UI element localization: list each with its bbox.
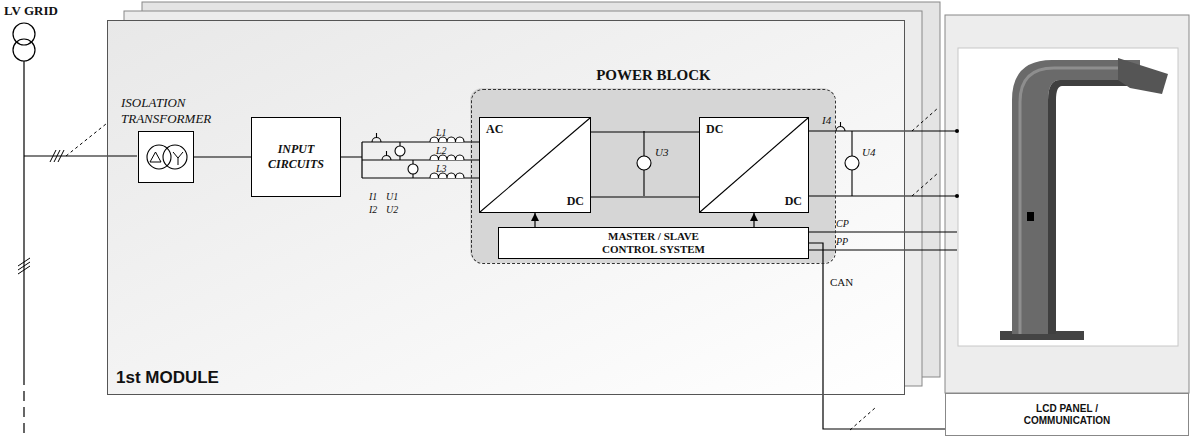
connector (534, 213, 535, 227)
box-label: LCD PANEL / COMMUNICATION (1017, 403, 1117, 427)
converter-input-label: DC (706, 122, 723, 136)
transformer-winding (147, 145, 171, 169)
signal-label: PP (836, 236, 848, 247)
three-phase-mark (18, 258, 30, 274)
charger-nozzle (1118, 58, 1168, 94)
transformer-symbol (139, 132, 193, 182)
signal-label: L1 (436, 127, 447, 138)
power-block-fill (470, 88, 835, 263)
module-box: 1st MODULE ISOLATION TRANSFORMER INPUT CIR… (107, 20, 905, 395)
transformer-winding (163, 145, 187, 169)
voltage-sensor-symbol (637, 156, 651, 170)
isolation-transformer-box: ISOLATION TRANSFORMER (138, 131, 194, 183)
signal-label: U4 (862, 146, 875, 158)
signal-label: CP (836, 218, 849, 229)
converter-diagonal-line (700, 118, 808, 212)
signal-label: I1 (369, 191, 377, 202)
converter-output-label: DC (785, 194, 802, 208)
signal-label: U2 (386, 204, 398, 215)
module-fill (107, 20, 905, 395)
connector (194, 156, 251, 157)
converter-input-label: AC (486, 122, 503, 136)
wye-symbol (173, 152, 183, 165)
converter-diagonal-line (480, 118, 590, 212)
grid-busbar-dashed (23, 375, 24, 437)
signal-label: I4 (822, 114, 831, 126)
grid-busbar (23, 61, 24, 375)
grid-feeder (24, 155, 137, 156)
signal-label: L3 (436, 163, 447, 174)
power-block-region: POWER BLOCKACDCDCDCMASTER / SLAVE CONTRO… (471, 89, 836, 264)
signal-label: I2 (369, 204, 377, 215)
charger-post-side (1048, 80, 1140, 334)
charger-socket (1027, 212, 1034, 221)
signal-label: L2 (436, 145, 447, 156)
wire-terminal (955, 129, 959, 133)
box-label: MASTER / SLAVE CONTROL SYSTEM (594, 230, 714, 256)
current-sensor-symbol (382, 151, 391, 160)
connector (341, 142, 479, 178)
voltage-sensor-symbol (845, 156, 859, 170)
control-system-box: MASTER / SLAVE CONTROL SYSTEM (498, 227, 809, 259)
lcd-panel-box: LCD PANEL / COMMUNICATION (945, 393, 1189, 436)
charger-post (1012, 60, 1140, 334)
region-heading: POWER BLOCK (472, 66, 835, 84)
charger-post-highlight (1020, 68, 1138, 334)
converter-box: AC DC (479, 117, 591, 213)
current-sensor-symbol (372, 133, 381, 142)
charging-station-housing (945, 15, 1189, 393)
connector (753, 213, 754, 227)
voltage-sensor-symbol (408, 164, 418, 174)
grid-transformer-winding (13, 39, 35, 61)
box-heading: ISOLATION TRANSFORMER (121, 95, 241, 127)
inductor-symbol (430, 173, 464, 178)
parallel-module-link (850, 408, 875, 430)
station-window (958, 48, 1178, 346)
parallel-module-link (912, 173, 938, 196)
module-title: 1st MODULE (116, 368, 219, 388)
converter-output-label: DC (567, 194, 584, 208)
parallel-module-link (912, 108, 938, 131)
grid-label: LV GRID (4, 3, 58, 18)
feeder-to-next-module (66, 124, 106, 156)
wire-terminal (955, 194, 959, 198)
connector (809, 243, 945, 429)
three-phase-mark (50, 150, 64, 162)
inductor-symbol (430, 137, 464, 142)
signal-wire (808, 249, 957, 250)
signal-wire (808, 231, 957, 232)
converter-box: DC DC (699, 117, 809, 213)
delta-symbol (150, 152, 161, 162)
signal-label: U3 (655, 146, 668, 158)
voltage-sensor-symbol (395, 146, 405, 156)
connector-label: CAN (830, 276, 853, 288)
current-sensor-symbol (836, 122, 845, 131)
dc-output-wire (808, 195, 957, 196)
signal-label: U1 (386, 191, 398, 202)
input-circuits-box: INPUT CIRCUITS (251, 117, 341, 197)
box-label: INPUT CIRCUITS (256, 142, 336, 172)
dc-output-wire (808, 130, 957, 131)
inductor-symbol (430, 155, 464, 160)
connector (591, 132, 699, 197)
